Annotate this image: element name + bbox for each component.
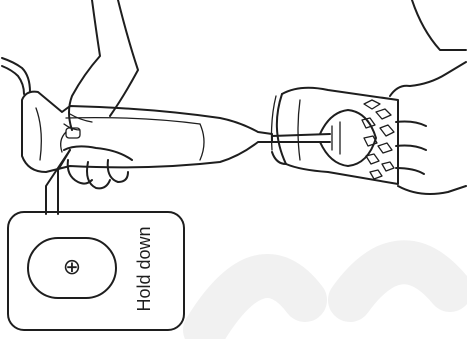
callout-leader bbox=[45, 149, 71, 215]
watermark bbox=[183, 240, 467, 339]
power-button-outline bbox=[27, 237, 117, 299]
right-hand bbox=[389, 0, 467, 195]
hand-blender bbox=[21, 90, 377, 173]
blending-beaker bbox=[270, 86, 399, 185]
lower-hand bbox=[60, 127, 133, 190]
callout-box bbox=[7, 211, 185, 331]
ice-cubes bbox=[361, 99, 395, 180]
power-cord bbox=[1, 57, 31, 95]
power-button-icon: ⊕ bbox=[62, 255, 82, 280]
handle-button bbox=[65, 127, 81, 139]
hold-down-label: Hold down bbox=[134, 226, 154, 312]
upper-hand bbox=[63, 0, 139, 131]
